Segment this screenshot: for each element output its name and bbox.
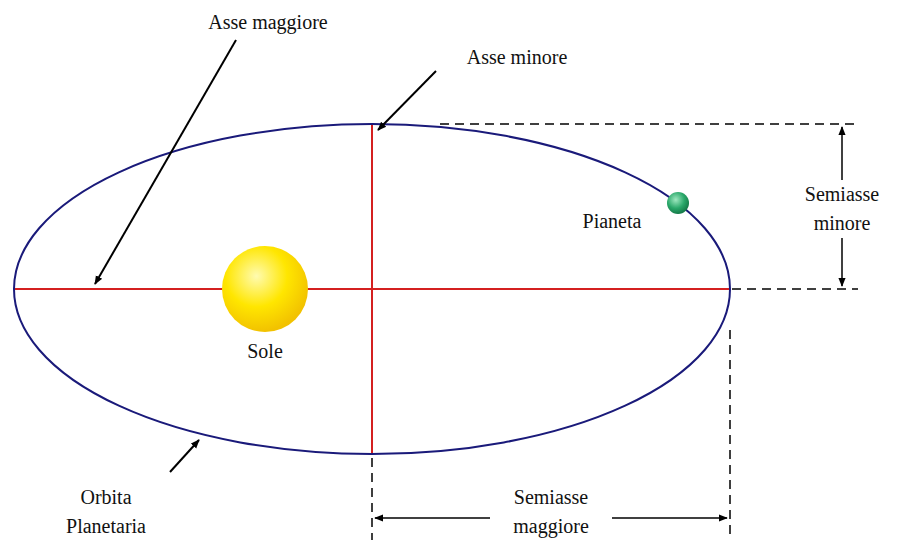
sun xyxy=(222,246,308,332)
axis-label: Asse minore xyxy=(467,43,568,72)
minor-axis xyxy=(371,124,373,454)
dimension-label: Semiasse maggiore xyxy=(496,483,606,541)
body-label: Sole xyxy=(247,337,283,366)
leader-arrow xyxy=(170,440,199,472)
dimension-arrow xyxy=(841,127,843,180)
dimension-arrow xyxy=(612,517,727,519)
orbit-ellipse xyxy=(14,124,730,454)
dimension-label: Semiasse minore xyxy=(787,180,897,238)
dimension-arrow xyxy=(375,517,490,519)
leader-arrow xyxy=(95,40,236,284)
axis-label: Asse maggiore xyxy=(208,8,327,37)
planet xyxy=(667,192,689,214)
body-label: Pianeta xyxy=(583,207,642,236)
leader-arrow xyxy=(378,71,436,130)
dimension-line xyxy=(729,330,731,540)
dimension-line xyxy=(732,288,858,290)
dimension-arrow xyxy=(841,238,843,286)
orbit-label: Orbita Planetaria xyxy=(54,483,158,541)
dimension-line xyxy=(440,123,858,125)
dimension-line xyxy=(371,458,373,540)
